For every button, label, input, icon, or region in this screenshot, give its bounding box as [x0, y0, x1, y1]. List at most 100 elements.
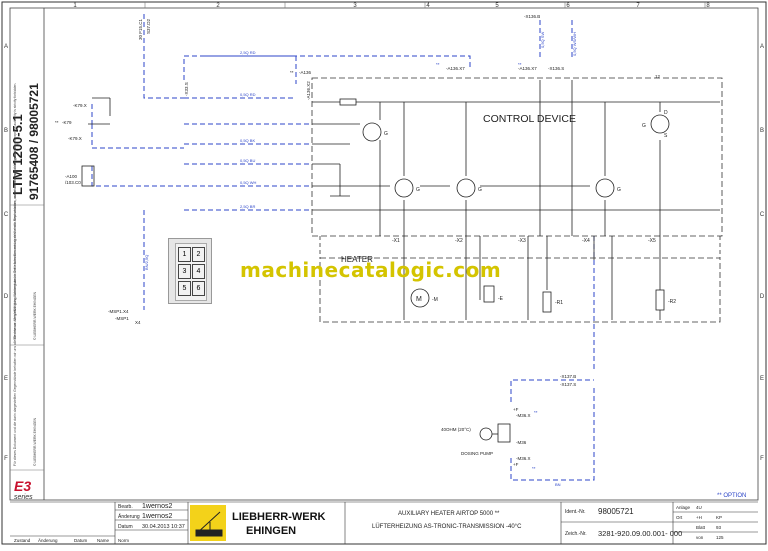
approval-rows: Bearb. 1wernos2 Änderung 1wernos2 Datum … — [118, 503, 185, 530]
star-mark: ** — [55, 120, 59, 125]
ref-label: -A100 — [65, 174, 78, 179]
e3-logo: E3 — [14, 478, 31, 494]
fuse-label: 30 F15.C1 — [138, 18, 143, 40]
motor-m: M — [416, 296, 422, 303]
gate-label: G — [478, 187, 482, 193]
ident-label: Ident.-Nr. — [565, 509, 586, 515]
crane-icon — [195, 511, 223, 537]
wire-label: 0,5Q WS/WH — [572, 32, 577, 56]
approval-label: Datum — [118, 524, 133, 530]
blatt-value: 93 — [716, 525, 722, 530]
connector-label: -X33.S — [184, 82, 189, 96]
wire-label: BN/2,5Q — [144, 255, 149, 270]
terminal-label: -X4 — [582, 238, 590, 244]
glow-plug-symbol — [483, 285, 495, 303]
e3-series: series — [14, 494, 33, 501]
wire-label: 0,5Q SW — [540, 32, 545, 48]
device-ref: -M36 — [516, 440, 527, 445]
gate-label: G — [617, 187, 621, 193]
rev-header: Norm — [118, 538, 129, 543]
row-label: B — [760, 128, 764, 134]
row-label: E — [4, 376, 8, 382]
ohm-label: 40OHM (20°C) — [441, 427, 471, 432]
ident-value: 98005721 — [598, 507, 634, 516]
source-label: S — [664, 133, 668, 139]
watermark: machinecatalogic.com — [240, 258, 502, 282]
row-label: A — [760, 44, 764, 50]
gate-label: G — [642, 123, 646, 129]
rev-header: Zustand — [14, 538, 31, 543]
ort-value: +H — [696, 515, 702, 520]
row-label: F — [760, 456, 764, 462]
gate-label: G — [384, 131, 388, 137]
star-mark: ** — [534, 410, 538, 415]
mosfets — [362, 114, 670, 198]
ref-label: X4 — [135, 320, 141, 325]
control-device-label: CONTROL DEVICE — [483, 113, 576, 125]
terminal-label: -X3 — [518, 238, 526, 244]
left-connectors — [81, 97, 111, 187]
copyright-de: Für dieses Dokument und die darin darges… — [13, 146, 17, 466]
col-label: 4 — [426, 3, 430, 9]
sensor-r1-label: -R1 — [555, 300, 563, 306]
heater-label: HEATER — [341, 255, 373, 264]
row-label: B — [4, 128, 8, 134]
row-label: C — [4, 212, 9, 218]
connector-pin: 1 — [178, 247, 191, 262]
ref-label: /103.C0 — [65, 180, 81, 185]
side-numbers: 91765408 / 98005721 — [27, 83, 41, 200]
switch-label: S37.D2 — [146, 18, 151, 34]
von-value: 125 — [716, 535, 724, 540]
col-label: 2 — [216, 3, 220, 9]
ref-label: -K79 — [62, 120, 72, 125]
dosing-label: DOSING PUMP — [461, 451, 493, 456]
connector-label: -X137.B — [560, 374, 576, 379]
connector-illustration: 1 2 3 4 5 6 — [168, 238, 212, 304]
sensor-r2-label: -R2 — [668, 299, 676, 305]
drain-label: D — [664, 110, 668, 116]
connector-label: -A136.X2 — [306, 81, 311, 100]
option-note: ** OPTION — [717, 493, 746, 499]
dosing-pump — [479, 423, 511, 443]
approval-label: Bearb. — [118, 504, 133, 510]
terminal-label: -X1 — [392, 238, 400, 244]
mosfet-labels: G G G G G D S — [384, 110, 668, 193]
pump-labels: -X137.B -X137.S +F -M36.X -M36 -M36.X +F… — [441, 374, 576, 471]
column-dividers — [144, 2, 706, 8]
control-device-box — [311, 77, 723, 237]
rev-headers: Zustand Änderung Datum Name Norm — [14, 537, 129, 543]
col-label: 6 — [566, 3, 570, 9]
pin-label: 12 — [655, 74, 661, 79]
company-mark: © LIEBHERR-WERK EHINGEN — [33, 291, 37, 340]
rev-header: Datum — [74, 538, 88, 543]
col-label: 8 — [706, 3, 710, 9]
row-label: D — [760, 294, 765, 300]
wire-label: 0,5Q WH — [240, 180, 257, 185]
drawing-frame — [9, 7, 759, 501]
connector-label: -M36.X — [516, 456, 531, 461]
row-label: E — [760, 376, 764, 382]
kp-value: KP — [716, 515, 722, 520]
connector-pin: 5 — [178, 281, 191, 296]
connector-pin: 3 — [178, 264, 191, 279]
ort-label: Ort — [676, 515, 683, 520]
wire-labels: 2,5Q RD 0,5Q RD 0,5Q BK 0,5Q BU 0,5Q WH … — [144, 32, 577, 487]
anlage-label: Anlage — [676, 505, 691, 510]
star-mark: ** — [290, 70, 294, 75]
drawing-title-de: LÜFTERHEIZUNG AS-TRONIC-TRANSMISSION -40… — [372, 523, 522, 530]
left-ref-labels: -K79.X -K79 ** -K79.X -A100 /103.C0 -MSP… — [55, 103, 141, 325]
sensor-r1-symbol — [542, 291, 552, 313]
company-line2: EHINGEN — [246, 525, 296, 537]
wire-label: 0,5Q BU — [240, 158, 255, 163]
pin-label: +F — [513, 407, 519, 412]
connector-pin: 4 — [192, 264, 205, 279]
row-letters: A B C D E F A B C D E F — [4, 44, 765, 462]
col-label: 5 — [495, 3, 499, 9]
approval-label: Änderung — [118, 513, 140, 520]
gate-label: G — [416, 187, 420, 193]
rev-header: Name — [97, 538, 110, 543]
rev-header: Änderung — [38, 537, 58, 543]
